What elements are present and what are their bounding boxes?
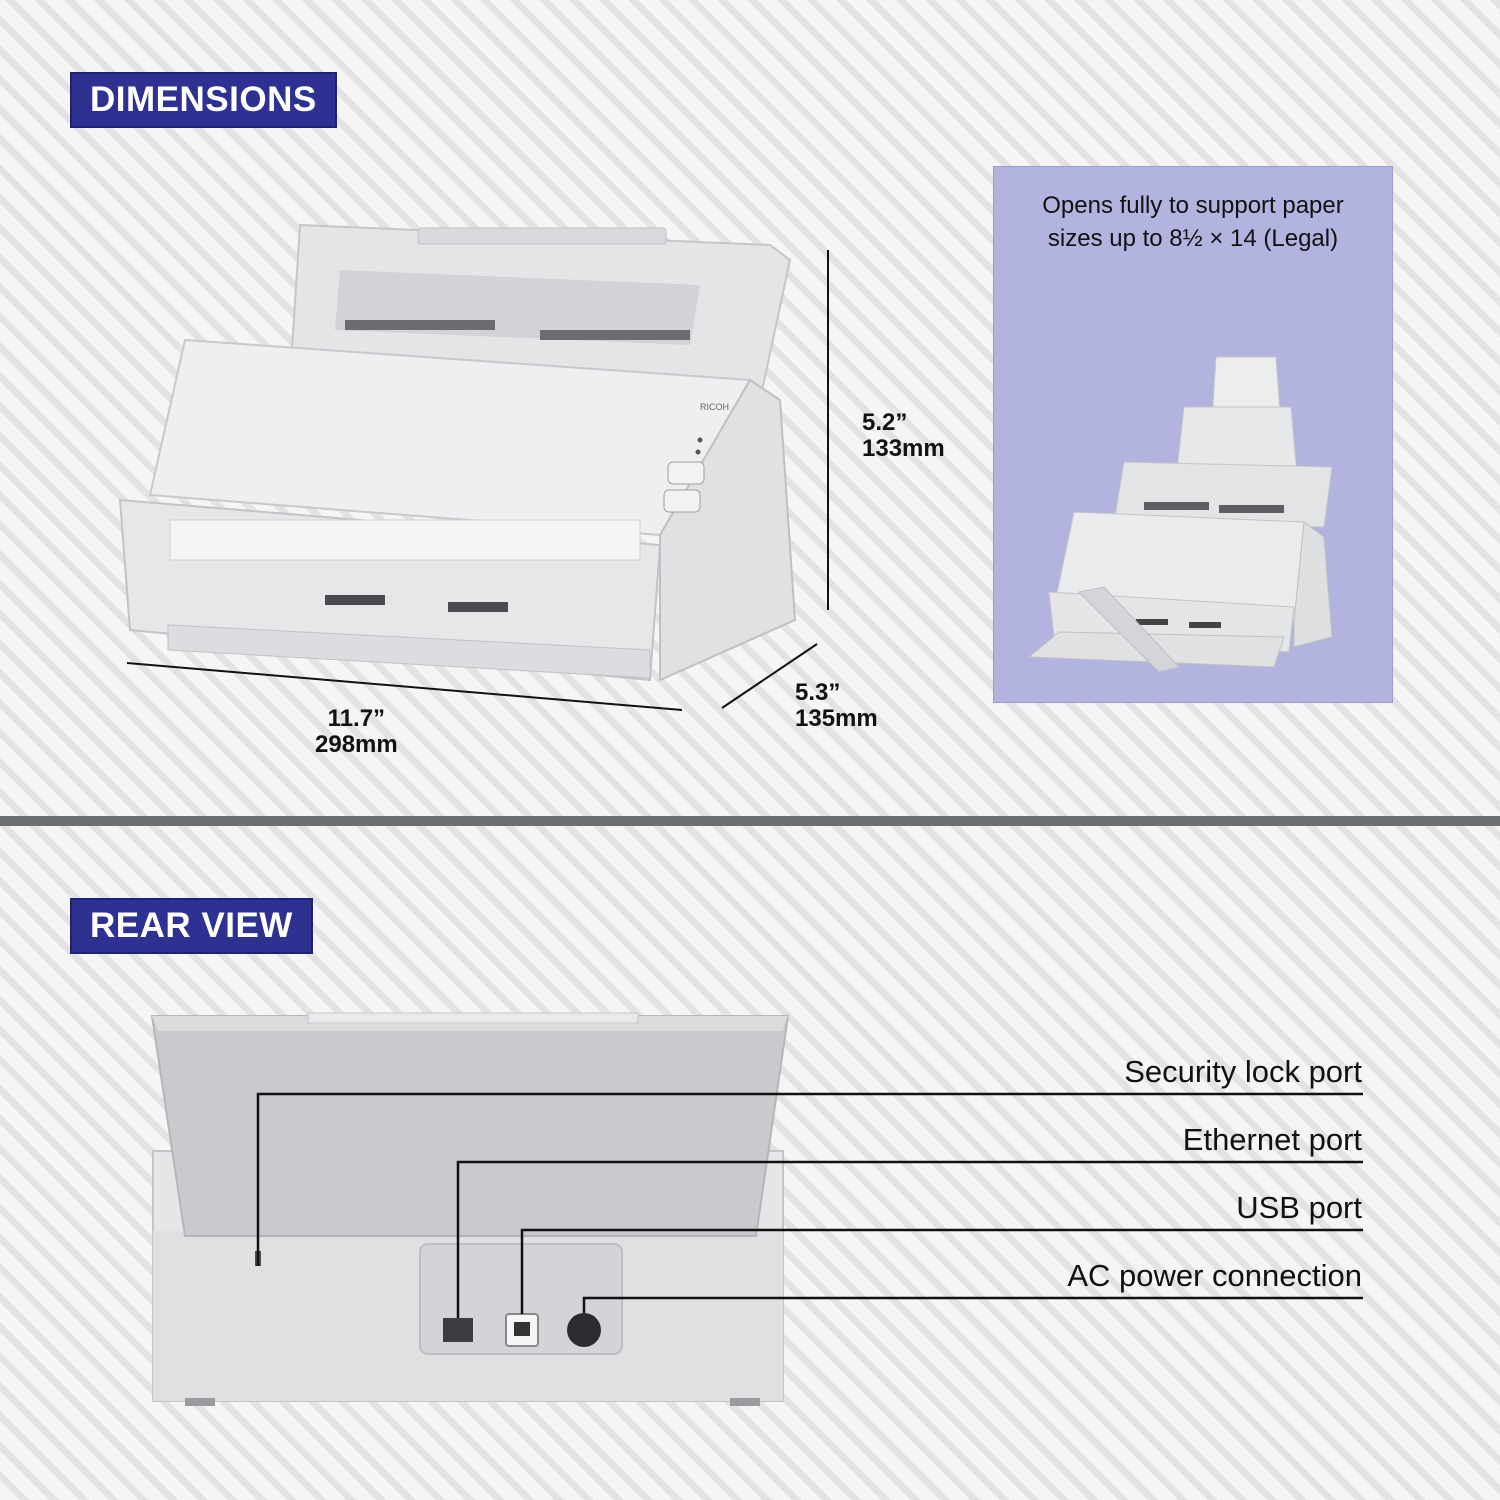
height-in: 5.2” [862, 409, 908, 436]
rear-view-section: REAR VIEW Security lock port Ethernet po… [0, 826, 1500, 1500]
security-lock-leader [256, 1092, 1363, 1266]
security-lock-port-label: Security lock port [1124, 1054, 1362, 1089]
depth-label: 5.3” 135mm [795, 680, 878, 732]
power-button-icon [663, 489, 701, 513]
brand-logo: RICOH [700, 402, 729, 412]
height-mm: 133mm [862, 435, 945, 462]
scan-button-icon [667, 461, 705, 485]
ac-power-leader [582, 1296, 1363, 1313]
width-mm: 298mm [315, 731, 398, 758]
rear-view-badge: REAR VIEW [70, 898, 313, 954]
callout-text: Opens fully to support paper sizes up to… [1042, 192, 1344, 252]
scanner-front-illustration: RICOH [118, 223, 829, 711]
height-label: 5.2” 133mm [862, 410, 945, 462]
ac-power-label: AC power connection [1067, 1258, 1362, 1293]
width-dimension-line [126, 662, 683, 711]
width-label: 11.7” 298mm [315, 706, 398, 758]
ethernet-port-icon [443, 1318, 473, 1342]
usb-port-label: USB port [1236, 1190, 1362, 1225]
depth-mm: 135mm [795, 705, 878, 732]
scanner-rear-illustration [150, 1012, 1363, 1406]
depth-in: 5.3” [795, 679, 841, 706]
dimensions-section: DIMENSIONS RICOH 5.2” 133mm 11.7” 298mm [70, 72, 1393, 758]
usb-leader [520, 1228, 1363, 1314]
dimensions-badge: DIMENSIONS [70, 72, 337, 128]
ethernet-port-label: Ethernet port [1182, 1122, 1362, 1157]
ethernet-leader [456, 1160, 1363, 1318]
section-divider [0, 816, 1500, 826]
legal-size-callout: Opens fully to support paper sizes up to… [993, 166, 1393, 703]
ac-power-port-icon [567, 1313, 601, 1347]
width-in: 11.7” [327, 705, 386, 732]
depth-dimension-line [721, 643, 818, 709]
scanner-open-illustration [1027, 356, 1333, 673]
